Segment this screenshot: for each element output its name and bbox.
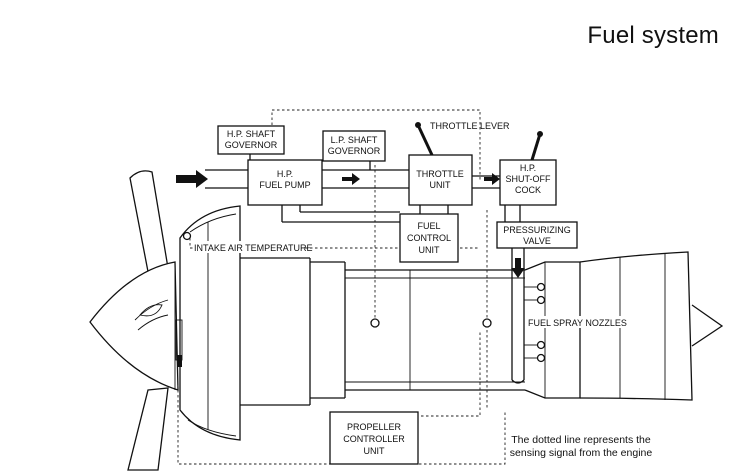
sensor-probe-2 [482,318,492,328]
page-title: Fuel system [587,22,719,49]
spinner [89,261,179,391]
svg-text:FUEL: FUEL [417,221,440,231]
throttle-unit: THROTTLE UNIT [408,154,473,206]
svg-text:FUEL PUMP: FUEL PUMP [259,180,310,190]
hp-shaft-governor: H.P. SHAFT GOVERNOR [217,125,285,155]
fuel-inlet-arrow [176,170,208,188]
flow-arrows [176,170,525,278]
svg-text:H.P. SHAFT: H.P. SHAFT [227,129,276,139]
svg-text:THROTTLE LEVER: THROTTLE LEVER [430,121,510,131]
exhaust-cone [691,304,724,347]
propeller-blade-lower [127,387,169,471]
svg-text:INTAKE AIR TEMPERATURE: INTAKE AIR TEMPERATURE [194,243,313,253]
svg-text:PROPELLER: PROPELLER [347,422,402,432]
svg-text:sensing signal from the engine: sensing signal from the engine [510,447,653,459]
svg-text:FUEL SPRAY NOZZLES: FUEL SPRAY NOZZLES [528,318,627,328]
svg-text:COCK: COCK [515,185,541,195]
turbine-casing [579,251,693,401]
hp-fuel-pump: H.P. FUEL PUMP [247,159,323,206]
throttle-lever: THROTTLE LEVER [415,121,510,156]
pump-outlet-arrow [342,173,360,185]
intake-cowl [179,205,241,441]
lp-shaft-governor: L.P. SHAFT GOVERNOR [322,130,386,162]
svg-text:GOVERNOR: GOVERNOR [328,146,381,156]
svg-text:UNIT: UNIT [430,180,451,190]
svg-text:VALVE: VALVE [523,236,551,246]
fuel-spray-nozzles-label: FUEL SPRAY NOZZLES [527,316,639,328]
propeller-blade-upper [129,170,171,283]
intake-temp-probe [182,231,192,241]
legend-note: The dotted line represents the sensing s… [510,434,653,459]
propeller-controller-unit: PROPELLER CONTROLLER UNIT [329,411,419,465]
manifold-arrow [511,258,525,278]
svg-text:CONTROLLER: CONTROLLER [343,434,405,444]
svg-text:PRESSURIZING: PRESSURIZING [503,225,571,235]
svg-text:H.P.: H.P. [520,163,536,173]
pressurizing-valve: PRESSURIZING VALVE [496,221,578,249]
svg-text:GOVERNOR: GOVERNOR [225,140,278,150]
svg-text:L.P. SHAFT: L.P. SHAFT [331,135,378,145]
svg-text:UNIT: UNIT [419,245,440,255]
svg-text:SHUT-OFF: SHUT-OFF [506,174,551,184]
svg-text:UNIT: UNIT [364,446,385,456]
throttle-outlet-arrow [484,173,500,185]
svg-text:CONTROL: CONTROL [407,233,451,243]
intake-air-temperature-label: INTAKE AIR TEMPERATURE [193,241,313,253]
sensor-probe-1 [370,318,380,328]
svg-text:THROTTLE: THROTTLE [416,169,464,179]
hp-shutoff-cock: H.P. SHUT-OFF COCK [499,131,557,206]
nozzle-markers [536,282,546,363]
svg-text:The dotted line represents the: The dotted line represents the [511,434,651,446]
fuel-lines [205,153,538,384]
fuel-control-unit: FUEL CONTROL UNIT [399,213,459,263]
svg-text:H.P.: H.P. [277,169,293,179]
